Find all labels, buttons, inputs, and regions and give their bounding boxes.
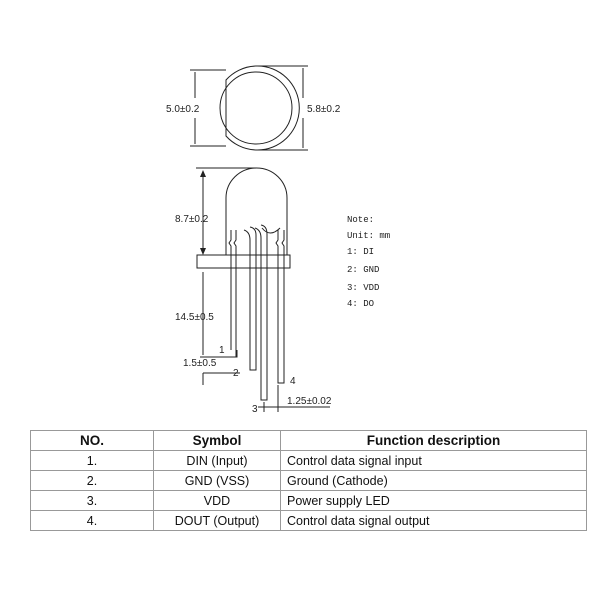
table-header: NO. Symbol Function description [30,430,587,451]
lead-4 [275,230,285,384]
lead-pitch-label: 1.25±0.02 [287,396,332,407]
note-pin-3: 3: VDD [347,283,379,293]
side-view: 8.7±0.2 14.5±0.5 1.5±0.5 1.25±0.02 1 2 3… [175,167,332,415]
note-unit: Unit: mm [347,231,390,241]
flange [196,254,291,269]
cell-no: 1. [30,450,154,471]
led-body [225,167,288,255]
lead-3 [254,224,268,401]
note-pin-4: 4: DO [347,299,374,309]
pin-3-label: 3 [252,404,258,415]
cell-no: 3. [30,490,154,511]
lead-2 [243,226,257,371]
body-height-label: 8.7±0.2 [175,214,209,225]
pin-1-label: 1 [219,345,225,356]
cell-symbol: DIN (Input) [153,450,281,471]
cell-no: 4. [30,510,154,531]
lead-length-label: 14.5±0.5 [175,312,214,323]
cell-function: Control data signal output [280,510,587,531]
header-function: Function description [280,430,587,451]
inner-diameter-label: 5.0±0.2 [166,104,200,115]
note-block: Note: Unit: mm 1: DI 2: GND 3: VDD 4: DO [347,215,390,309]
cell-symbol: GND (VSS) [153,470,281,491]
cell-function: Control data signal input [280,450,587,471]
header-no: NO. [30,430,154,451]
pin-4-label: 4 [290,376,296,387]
outer-diameter-label: 5.8±0.2 [307,104,341,115]
note-pin-1: 1: DI [347,247,374,257]
pin-function-table: NO. Symbol Function description 1. DIN (… [30,430,587,531]
table-row: 4. DOUT (Output) Control data signal out… [30,510,587,531]
cell-function: Power supply LED [280,490,587,511]
cell-function: Ground (Cathode) [280,470,587,491]
cell-symbol: DOUT (Output) [153,510,281,531]
pin-2-label: 2 [233,368,239,379]
led-dimension-drawing: 5.0±0.2 5.8±0.2 8.7±0.2 14.5±0.5 1.5±0.5… [166,65,390,415]
outer-flange-outline [225,65,300,151]
lead-offset-label: 1.5±0.5 [183,358,217,369]
table-row: 3. VDD Power supply LED [30,490,587,511]
note-title: Note: [347,215,374,225]
table-row: 2. GND (VSS) Ground (Cathode) [30,470,587,491]
cell-no: 2. [30,470,154,491]
note-pin-2: 2: GND [347,265,379,275]
lens-circle [219,71,293,145]
die-cup [261,227,281,234]
top-view: 5.0±0.2 5.8±0.2 [166,65,341,151]
table-row: 1. DIN (Input) Control data signal input [30,450,587,471]
lead-1 [228,230,237,357]
header-symbol: Symbol [153,430,281,451]
cell-symbol: VDD [153,490,281,511]
